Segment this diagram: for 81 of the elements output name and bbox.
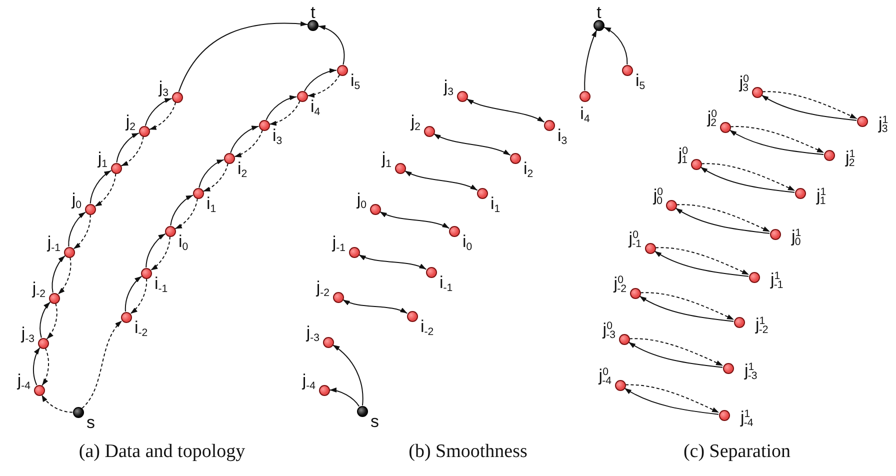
arrow bbox=[32, 347, 40, 386]
dashed-arrow bbox=[42, 348, 50, 386]
arrow bbox=[90, 170, 112, 204]
dashed-arrow bbox=[120, 136, 144, 166]
point-label: i$_{0}$ bbox=[178, 232, 188, 250]
arrow bbox=[584, 30, 598, 91]
point-label: t bbox=[310, 4, 316, 20]
dashed-arrow bbox=[82, 320, 122, 409]
dashed-arrow bbox=[174, 198, 198, 230]
arrow bbox=[124, 276, 142, 312]
arrow bbox=[144, 98, 172, 126]
point-label: i$_{2}$ bbox=[238, 160, 248, 176]
dashed-arrow bbox=[41, 394, 73, 413]
point-label: i$_{-2}$ bbox=[420, 318, 434, 334]
point-label: j$_{1}$ bbox=[382, 150, 392, 166]
point-label: j$_{0}$ bbox=[356, 190, 366, 208]
point-label: t bbox=[596, 4, 602, 20]
point-label: i$_{3}$ bbox=[272, 126, 282, 144]
point-label: j$_{0}$ bbox=[72, 190, 82, 208]
dashed-arrow bbox=[268, 100, 300, 126]
point-label: j$_{-2}$ bbox=[32, 280, 46, 296]
arrow bbox=[266, 96, 298, 120]
point-label: j$_{1}$ bbox=[98, 150, 108, 166]
arrow bbox=[433, 133, 511, 156]
arrow bbox=[379, 211, 450, 229]
dashed-arrow bbox=[73, 214, 91, 250]
dashed-arrow bbox=[234, 130, 263, 158]
arrow bbox=[318, 26, 345, 66]
arrow bbox=[342, 299, 408, 314]
point-label: j$_{2}$ bbox=[126, 112, 136, 130]
dashed-arrow bbox=[46, 302, 58, 340]
dashed-arrow bbox=[94, 173, 116, 207]
point-label: i$_{5}$ bbox=[350, 72, 360, 88]
dashed-arrow bbox=[130, 278, 148, 314]
point-label: j$_{-3}$ bbox=[306, 324, 320, 340]
dashed-arrow bbox=[307, 74, 340, 98]
point-label: i$_{-1}$ bbox=[154, 274, 168, 292]
subfigure-caption: (c) Separation bbox=[683, 441, 791, 463]
point-label: i$_{-2}$ bbox=[134, 318, 148, 336]
subfigure-caption: (a) Data and topology bbox=[78, 441, 246, 463]
point-label: j$_{-4}$ bbox=[17, 372, 30, 388]
arrow bbox=[466, 98, 545, 123]
dashed-arrow bbox=[148, 102, 176, 130]
point-label: i$_{4}$ bbox=[310, 98, 320, 114]
dashed-arrow bbox=[150, 236, 170, 271]
point-label: j$_{3}$ bbox=[158, 78, 168, 96]
arrow bbox=[230, 126, 260, 154]
arrow bbox=[404, 170, 478, 191]
arrow bbox=[304, 68, 337, 92]
dashed-arrow bbox=[202, 162, 228, 192]
point-label: i$_{2}$ bbox=[524, 160, 534, 176]
point-label: j$_{-1}$ bbox=[332, 234, 346, 250]
dashed-arrow bbox=[58, 256, 72, 295]
arrow bbox=[40, 302, 51, 338]
arrow bbox=[170, 194, 194, 226]
point-label: j$_{-1}$ bbox=[47, 234, 60, 250]
point-label: s bbox=[86, 414, 95, 430]
arrow bbox=[178, 22, 308, 92]
point-label: i$_{1}$ bbox=[206, 194, 216, 212]
subfigure-caption: (b) Smoothness bbox=[408, 441, 528, 463]
arrow bbox=[52, 255, 66, 294]
point-label: j$_{-4}$ bbox=[302, 372, 316, 388]
point-label: j$_{-2}$ bbox=[316, 278, 330, 296]
arrow bbox=[604, 26, 628, 65]
point-label: i$_{-1}$ bbox=[440, 274, 453, 290]
point-label: j$_{3}$ bbox=[444, 78, 454, 94]
arrow bbox=[358, 254, 427, 270]
arrow bbox=[116, 132, 140, 163]
point-label: i$_{1}$ bbox=[490, 194, 500, 212]
point-label: j$_{2}$ bbox=[410, 112, 420, 130]
arrow bbox=[68, 212, 86, 247]
arrow bbox=[198, 159, 224, 188]
arrow bbox=[146, 233, 166, 268]
arrow bbox=[332, 344, 364, 406]
point-label: j$_{-3}$ bbox=[21, 324, 34, 342]
point-label: i$_{4}$ bbox=[580, 104, 590, 122]
point-label: s bbox=[370, 412, 379, 430]
point-label: i$_{5}$ bbox=[636, 72, 646, 88]
arrow bbox=[329, 388, 360, 407]
point-label: i$_{3}$ bbox=[558, 126, 568, 144]
point-label: i$_{0}$ bbox=[462, 232, 472, 250]
